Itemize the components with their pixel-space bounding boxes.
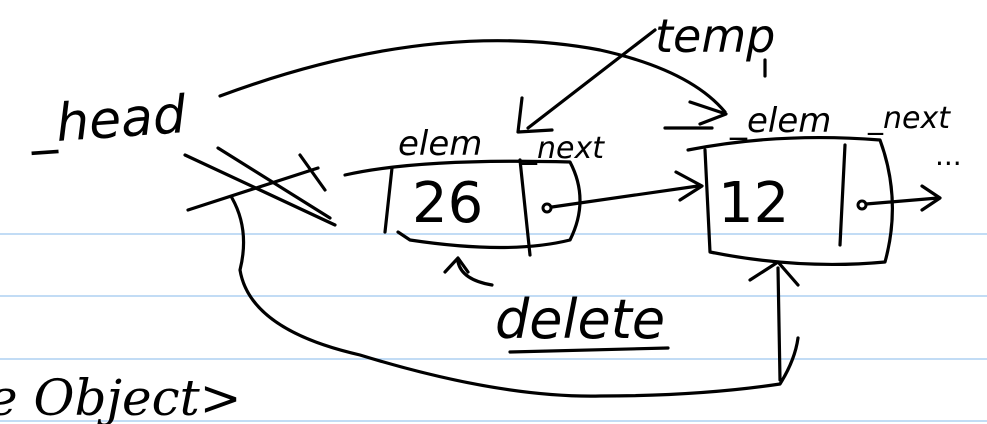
- node1-elem-label: elem: [398, 124, 482, 164]
- continuation-ellipsis: ...: [935, 139, 962, 172]
- object-text: e Object>: [0, 369, 242, 424]
- node2-up-arrow: [776, 266, 782, 382]
- node2-next-arrowhead: [920, 184, 942, 212]
- delete-underline: [508, 346, 670, 354]
- node1-to-node2-arrowhead: [674, 170, 704, 202]
- node2-up-arrowhead: [748, 260, 800, 287]
- cross-out-stroke: [298, 153, 327, 192]
- temp-arrow-shaft: [526, 28, 657, 130]
- node2-next-label: _next: [867, 101, 951, 136]
- node1-left-divider: [383, 166, 394, 234]
- delete-pointer-arrow: [456, 260, 494, 287]
- head-bypass-curve: [230, 196, 800, 398]
- temp-arrow-head: [516, 96, 554, 134]
- head-to-node2-arrowhead: [688, 100, 728, 126]
- delete-pointer-arrowhead: [443, 256, 470, 274]
- node1-middle-divider: [518, 158, 532, 257]
- head-label: _head: [27, 85, 189, 156]
- crossed-pointer-stroke: [186, 166, 320, 212]
- node1-next-pointer-dot: [541, 202, 553, 214]
- head-to-node2-arc: [218, 39, 727, 114]
- node2-middle-divider: [838, 143, 847, 247]
- node1-value: 26: [412, 171, 483, 236]
- node2-value: 12: [718, 171, 789, 236]
- node2-box: [686, 135, 894, 267]
- node2-next-arrow: [864, 196, 940, 206]
- cross-out-stroke: [183, 153, 337, 227]
- delete-label: delete: [495, 288, 665, 351]
- node2-elem-label: _elem: [729, 101, 831, 141]
- node1-box: [343, 159, 582, 250]
- temp-label: temp: [655, 9, 775, 63]
- cross-out-stroke: [216, 146, 332, 220]
- node1-to-node2-arrow: [550, 184, 700, 209]
